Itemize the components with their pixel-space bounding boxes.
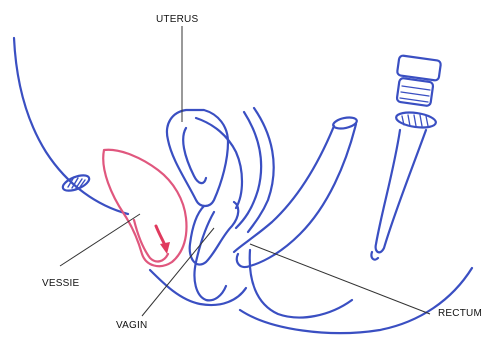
rectum-leader xyxy=(250,244,430,314)
coccyx xyxy=(376,130,426,252)
rectum-label: RECTUM xyxy=(438,308,482,319)
rectum-outer xyxy=(234,126,334,252)
perineum-outline xyxy=(150,270,246,305)
vessie-leader xyxy=(60,214,140,266)
bladder-arrow xyxy=(156,226,170,254)
vessie-label: VESSIE xyxy=(42,278,79,289)
sacrum-curve xyxy=(236,112,261,228)
uterus-inner xyxy=(183,128,206,183)
coccyx-tip xyxy=(371,252,378,260)
peritoneum-line xyxy=(196,118,242,208)
vagin-label: VAGIN xyxy=(116,320,147,331)
vertebrae xyxy=(395,55,441,130)
uterus-label: UTERUS xyxy=(156,14,198,25)
lower-body-outline xyxy=(240,268,472,333)
